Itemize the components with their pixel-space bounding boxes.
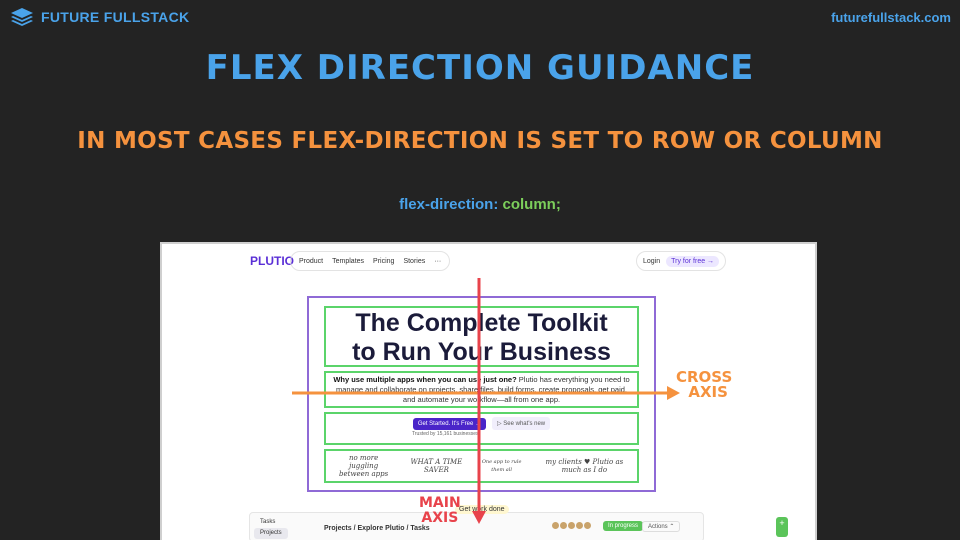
login-link[interactable]: Login [643, 257, 661, 265]
nav-item-pricing[interactable]: Pricing [373, 257, 395, 265]
nav-more-icon[interactable]: ··· [434, 257, 442, 265]
status-badge[interactable]: In progress [603, 521, 644, 531]
main-axis-label-line-1: MAIN [419, 495, 461, 511]
get-started-button[interactable]: Get Started. It's Free → [412, 417, 487, 430]
avatar-group [552, 522, 591, 529]
breadcrumb[interactable]: Projects / Explore Plutio / Tasks [324, 525, 430, 532]
avatar [568, 522, 575, 529]
scribble-1: no more juggling between apps [339, 454, 389, 478]
nav-menu: Product Templates Pricing Stories ··· [290, 251, 451, 271]
desc-rest: Plutio has everything you need to manage… [336, 375, 630, 404]
plutio-navbar: PLUTIO Product Templates Pricing Stories… [162, 244, 815, 278]
plutio-logo[interactable]: PLUTIO [250, 254, 294, 268]
avatar [576, 522, 583, 529]
cross-axis-arrow [292, 386, 680, 400]
main-axis-arrow [472, 278, 486, 524]
scribble-4: my clients ♥ Plutio as much as I do [545, 458, 624, 474]
try-free-button[interactable]: Try for free → [666, 255, 720, 267]
brand-name: FUTURE FULLSTACK [41, 9, 190, 25]
avatar [584, 522, 591, 529]
scribble-2: WHAT A TIME SAVER [410, 458, 463, 474]
headline-line-1: The Complete Toolkit [355, 309, 608, 337]
stack-logo-icon [11, 8, 33, 26]
sidebar-item-tasks[interactable]: Tasks [260, 519, 276, 525]
main-axis-label: MAIN AXIS [419, 496, 461, 526]
brand: FUTURE FULLSTACK [10, 7, 189, 27]
nav-item-product[interactable]: Product [299, 257, 324, 265]
scribble-3: One app to rule them all [481, 459, 522, 473]
flex-item-testimonials: no more juggling between apps WHAT A TIM… [324, 449, 639, 483]
sidebar-item-projects[interactable]: Projects [254, 528, 288, 539]
auth-pill: Login Try for free → [636, 251, 727, 271]
code-value: column; [502, 196, 561, 213]
slide-subtitle: IN MOST CASES FLEX-DIRECTION IS SET TO R… [77, 128, 883, 154]
flex-item-headline: The Complete Toolkit to Run Your Busines… [324, 306, 639, 367]
nav-item-stories[interactable]: Stories [403, 257, 426, 265]
see-whats-new-button[interactable]: ▷ See what's new [492, 417, 551, 430]
headline-line-2: to Run Your Business [352, 338, 611, 366]
hero-description: Why use multiple apps when you can use j… [326, 373, 637, 405]
add-icon[interactable]: + [776, 517, 788, 537]
site-url[interactable]: futurefullstack.com [831, 10, 951, 25]
code-property: flex-direction: [399, 196, 499, 213]
main-axis-label-line-2: AXIS [421, 510, 459, 526]
cross-axis-label: CROSS AXIS [676, 370, 732, 400]
app-sidebar: Tasks Projects [254, 517, 288, 539]
get-work-done-tag: Get work done [455, 505, 509, 514]
hero-headline: The Complete Toolkit to Run Your Busines… [326, 308, 637, 367]
nav-item-templates[interactable]: Templates [332, 257, 365, 265]
actions-dropdown[interactable]: Actions ⌃ [642, 521, 681, 532]
avatar [560, 522, 567, 529]
trusted-text: Trusted by 15,161 businesses [412, 431, 479, 437]
cross-axis-label-line-2: AXIS [688, 383, 728, 401]
cross-axis-label-line-1: CROSS [676, 368, 733, 386]
code-snippet: flex-direction: column; [0, 196, 960, 213]
flex-item-cta: Get Started. It's Free → ▷ See what's ne… [324, 412, 639, 445]
flex-container-outline: The Complete Toolkit to Run Your Busines… [307, 296, 656, 492]
avatar [552, 522, 559, 529]
testimonial-scribbles: no more juggling between apps WHAT A TIM… [326, 451, 637, 481]
slide-title: FLEX DIRECTION GUIDANCE [205, 48, 755, 88]
flex-item-description: Why use multiple apps when you can use j… [324, 371, 639, 408]
desc-bold: Why use multiple apps when you can use j… [333, 375, 517, 384]
